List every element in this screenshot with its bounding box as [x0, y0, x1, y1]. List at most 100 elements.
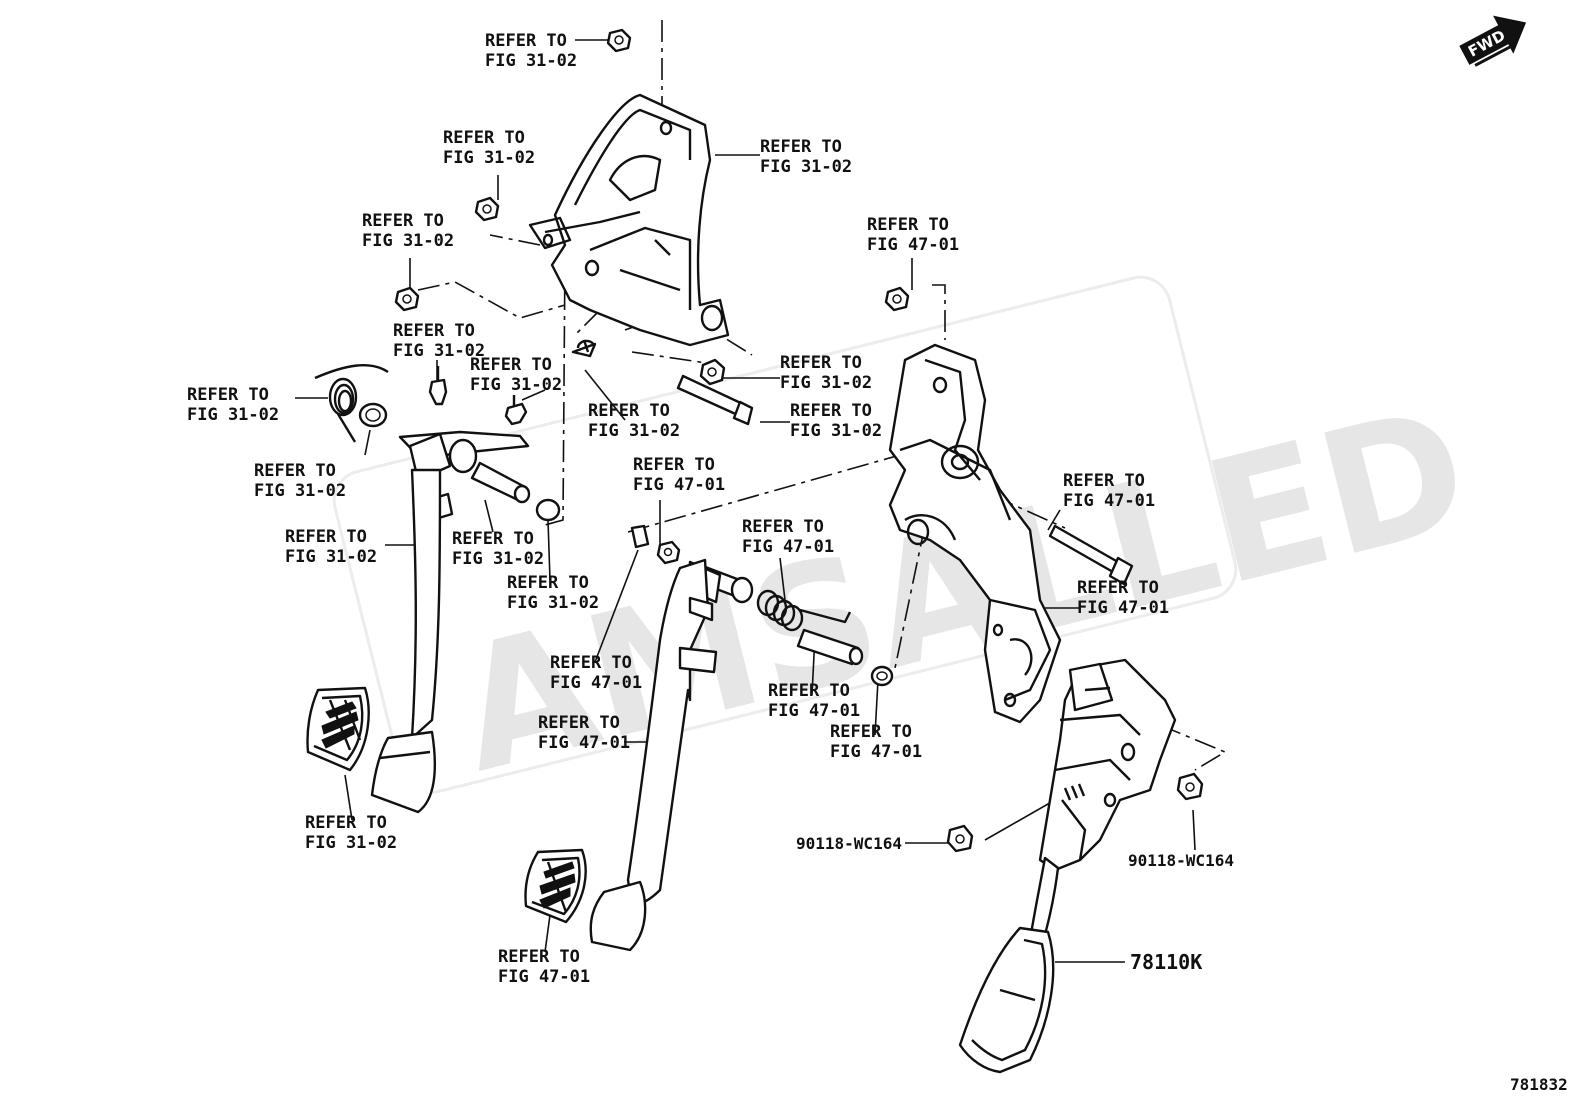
callout-label: REFER TO FIG 31-02 — [305, 813, 397, 853]
callout-label: REFER TO FIG 47-01 — [830, 722, 922, 762]
callout-label: REFER TO FIG 47-01 — [498, 947, 590, 987]
svg-text:FIG 47-01: FIG 47-01 — [633, 475, 725, 495]
svg-text:REFER TO: REFER TO — [588, 401, 670, 421]
brake-return-spring-icon — [756, 589, 852, 632]
svg-text:REFER TO: REFER TO — [498, 947, 580, 967]
svg-text:REFER TO: REFER TO — [362, 211, 444, 231]
upper-pedal-bracket — [528, 93, 730, 347]
callout-label: REFER TO FIG 31-02 — [470, 355, 562, 395]
svg-text:FIG 31-02: FIG 31-02 — [285, 547, 377, 567]
svg-text:REFER TO: REFER TO — [470, 355, 552, 375]
svg-text:FIG 47-01: FIG 47-01 — [1077, 598, 1169, 618]
svg-text:REFER TO: REFER TO — [305, 813, 387, 833]
fwd-arrow-icon: FWD — [1459, 15, 1527, 67]
svg-text:REFER TO: REFER TO — [790, 401, 872, 421]
svg-text:FIG 31-02: FIG 31-02 — [507, 593, 599, 613]
callout-label: REFER TO FIG 31-02 — [780, 353, 872, 393]
svg-text:FIG 31-02: FIG 31-02 — [452, 549, 544, 569]
svg-text:REFER TO: REFER TO — [633, 455, 715, 475]
diagram-number: 781832 — [1510, 1075, 1568, 1094]
nut-icon — [394, 286, 420, 312]
svg-text:REFER TO: REFER TO — [507, 573, 589, 593]
svg-text:REFER TO: REFER TO — [1077, 578, 1159, 598]
nut-icon — [699, 358, 726, 386]
callout-label: REFER TO FIG 31-02 — [285, 527, 377, 567]
callout-labels: REFER TO FIG 31-02 REFER TO FIG 31-02 RE… — [187, 31, 1169, 987]
svg-text:FIG 31-02: FIG 31-02 — [443, 148, 535, 168]
svg-text:FIG 31-02: FIG 31-02 — [790, 421, 882, 441]
svg-text:FIG 47-01: FIG 47-01 — [867, 235, 959, 255]
callout-label: REFER TO FIG 47-01 — [768, 681, 860, 721]
nut-icon — [884, 286, 910, 312]
callout-label: REFER TO FIG 31-02 — [362, 211, 454, 251]
svg-text:REFER TO: REFER TO — [285, 527, 367, 547]
nut-icon — [946, 824, 974, 853]
svg-text:FIG 31-02: FIG 31-02 — [588, 421, 680, 441]
brake-bracket — [888, 343, 1134, 724]
svg-text:REFER TO: REFER TO — [393, 321, 475, 341]
svg-text:FIG 47-01: FIG 47-01 — [742, 537, 834, 557]
bushing-icon — [358, 402, 388, 428]
svg-text:FIG 47-01: FIG 47-01 — [498, 967, 590, 987]
svg-text:REFER TO: REFER TO — [550, 653, 632, 673]
bushing-icon — [870, 665, 894, 687]
svg-text:FIG 47-01: FIG 47-01 — [768, 701, 860, 721]
return-spring-icon — [328, 377, 358, 443]
stopper-icon — [504, 395, 528, 426]
callout-label: REFER TO FIG 31-02 — [760, 137, 852, 177]
svg-text:FIG 31-02: FIG 31-02 — [760, 157, 852, 177]
callout-label: REFER TO FIG 31-02 — [393, 321, 485, 361]
nut-icon — [656, 540, 681, 565]
callout-label: REFER TO FIG 47-01 — [1077, 578, 1169, 618]
svg-text:REFER TO: REFER TO — [830, 722, 912, 742]
callout-label: REFER TO FIG 31-02 — [485, 31, 577, 71]
svg-text:REFER TO: REFER TO — [254, 461, 336, 481]
svg-text:FIG 31-02: FIG 31-02 — [393, 341, 485, 361]
callout-label: REFER TO FIG 47-01 — [1063, 471, 1155, 511]
svg-text:REFER TO: REFER TO — [1063, 471, 1145, 491]
svg-text:REFER TO: REFER TO — [538, 713, 620, 733]
part-number-nut-right: 90118-WC164 — [1128, 851, 1234, 870]
stopper-icon — [428, 366, 448, 406]
nut-icon — [606, 28, 632, 53]
svg-text:FIG 47-01: FIG 47-01 — [1063, 491, 1155, 511]
callout-label: REFER TO FIG 47-01 — [742, 517, 834, 557]
clip-icon — [571, 339, 597, 358]
part-numbers: 90118-WC164 90118-WC164 78110K — [796, 834, 1234, 974]
callout-label: REFER TO FIG 31-02 — [452, 529, 544, 569]
svg-text:REFER TO: REFER TO — [780, 353, 862, 373]
callout-label: REFER TO FIG 31-02 — [254, 461, 346, 501]
svg-text:FIG 31-02: FIG 31-02 — [485, 51, 577, 71]
hardware-upper — [394, 28, 910, 426]
svg-text:REFER TO: REFER TO — [452, 529, 534, 549]
svg-text:REFER TO: REFER TO — [742, 517, 824, 537]
callout-label: REFER TO FIG 47-01 — [867, 215, 959, 255]
callout-label: REFER TO FIG 47-01 — [538, 713, 630, 753]
clutch-pedal-pad — [306, 686, 370, 772]
svg-text:FIG 31-02: FIG 31-02 — [254, 481, 346, 501]
svg-text:REFER TO: REFER TO — [187, 385, 269, 405]
svg-text:REFER TO: REFER TO — [760, 137, 842, 157]
svg-text:REFER TO: REFER TO — [768, 681, 850, 701]
svg-text:FIG 47-01: FIG 47-01 — [830, 742, 922, 762]
svg-text:FIG 31-02: FIG 31-02 — [362, 231, 454, 251]
svg-text:FIG 31-02: FIG 31-02 — [187, 405, 279, 425]
clutch-pedal — [314, 364, 561, 814]
part-number-accelerator-pedal: 78110K — [1130, 950, 1202, 974]
brake-pedal — [589, 524, 894, 952]
callout-label: REFER TO FIG 31-02 — [790, 401, 882, 441]
callout-label: REFER TO FIG 31-02 — [443, 128, 535, 168]
svg-text:REFER TO: REFER TO — [443, 128, 525, 148]
svg-text:FIG 31-02: FIG 31-02 — [305, 833, 397, 853]
brake-pedal-pad — [524, 848, 587, 924]
part-number-nut-left: 90118-WC164 — [796, 834, 902, 853]
callout-label: REFER TO FIG 31-02 — [507, 573, 599, 613]
callout-label: REFER TO FIG 47-01 — [550, 653, 642, 693]
callout-label: REFER TO FIG 47-01 — [633, 455, 725, 495]
callout-label: REFER TO FIG 31-02 — [187, 385, 279, 425]
svg-text:REFER TO: REFER TO — [867, 215, 949, 235]
nut-icon — [474, 196, 500, 222]
svg-text:FIG 47-01: FIG 47-01 — [550, 673, 642, 693]
svg-text:REFER TO: REFER TO — [485, 31, 567, 51]
